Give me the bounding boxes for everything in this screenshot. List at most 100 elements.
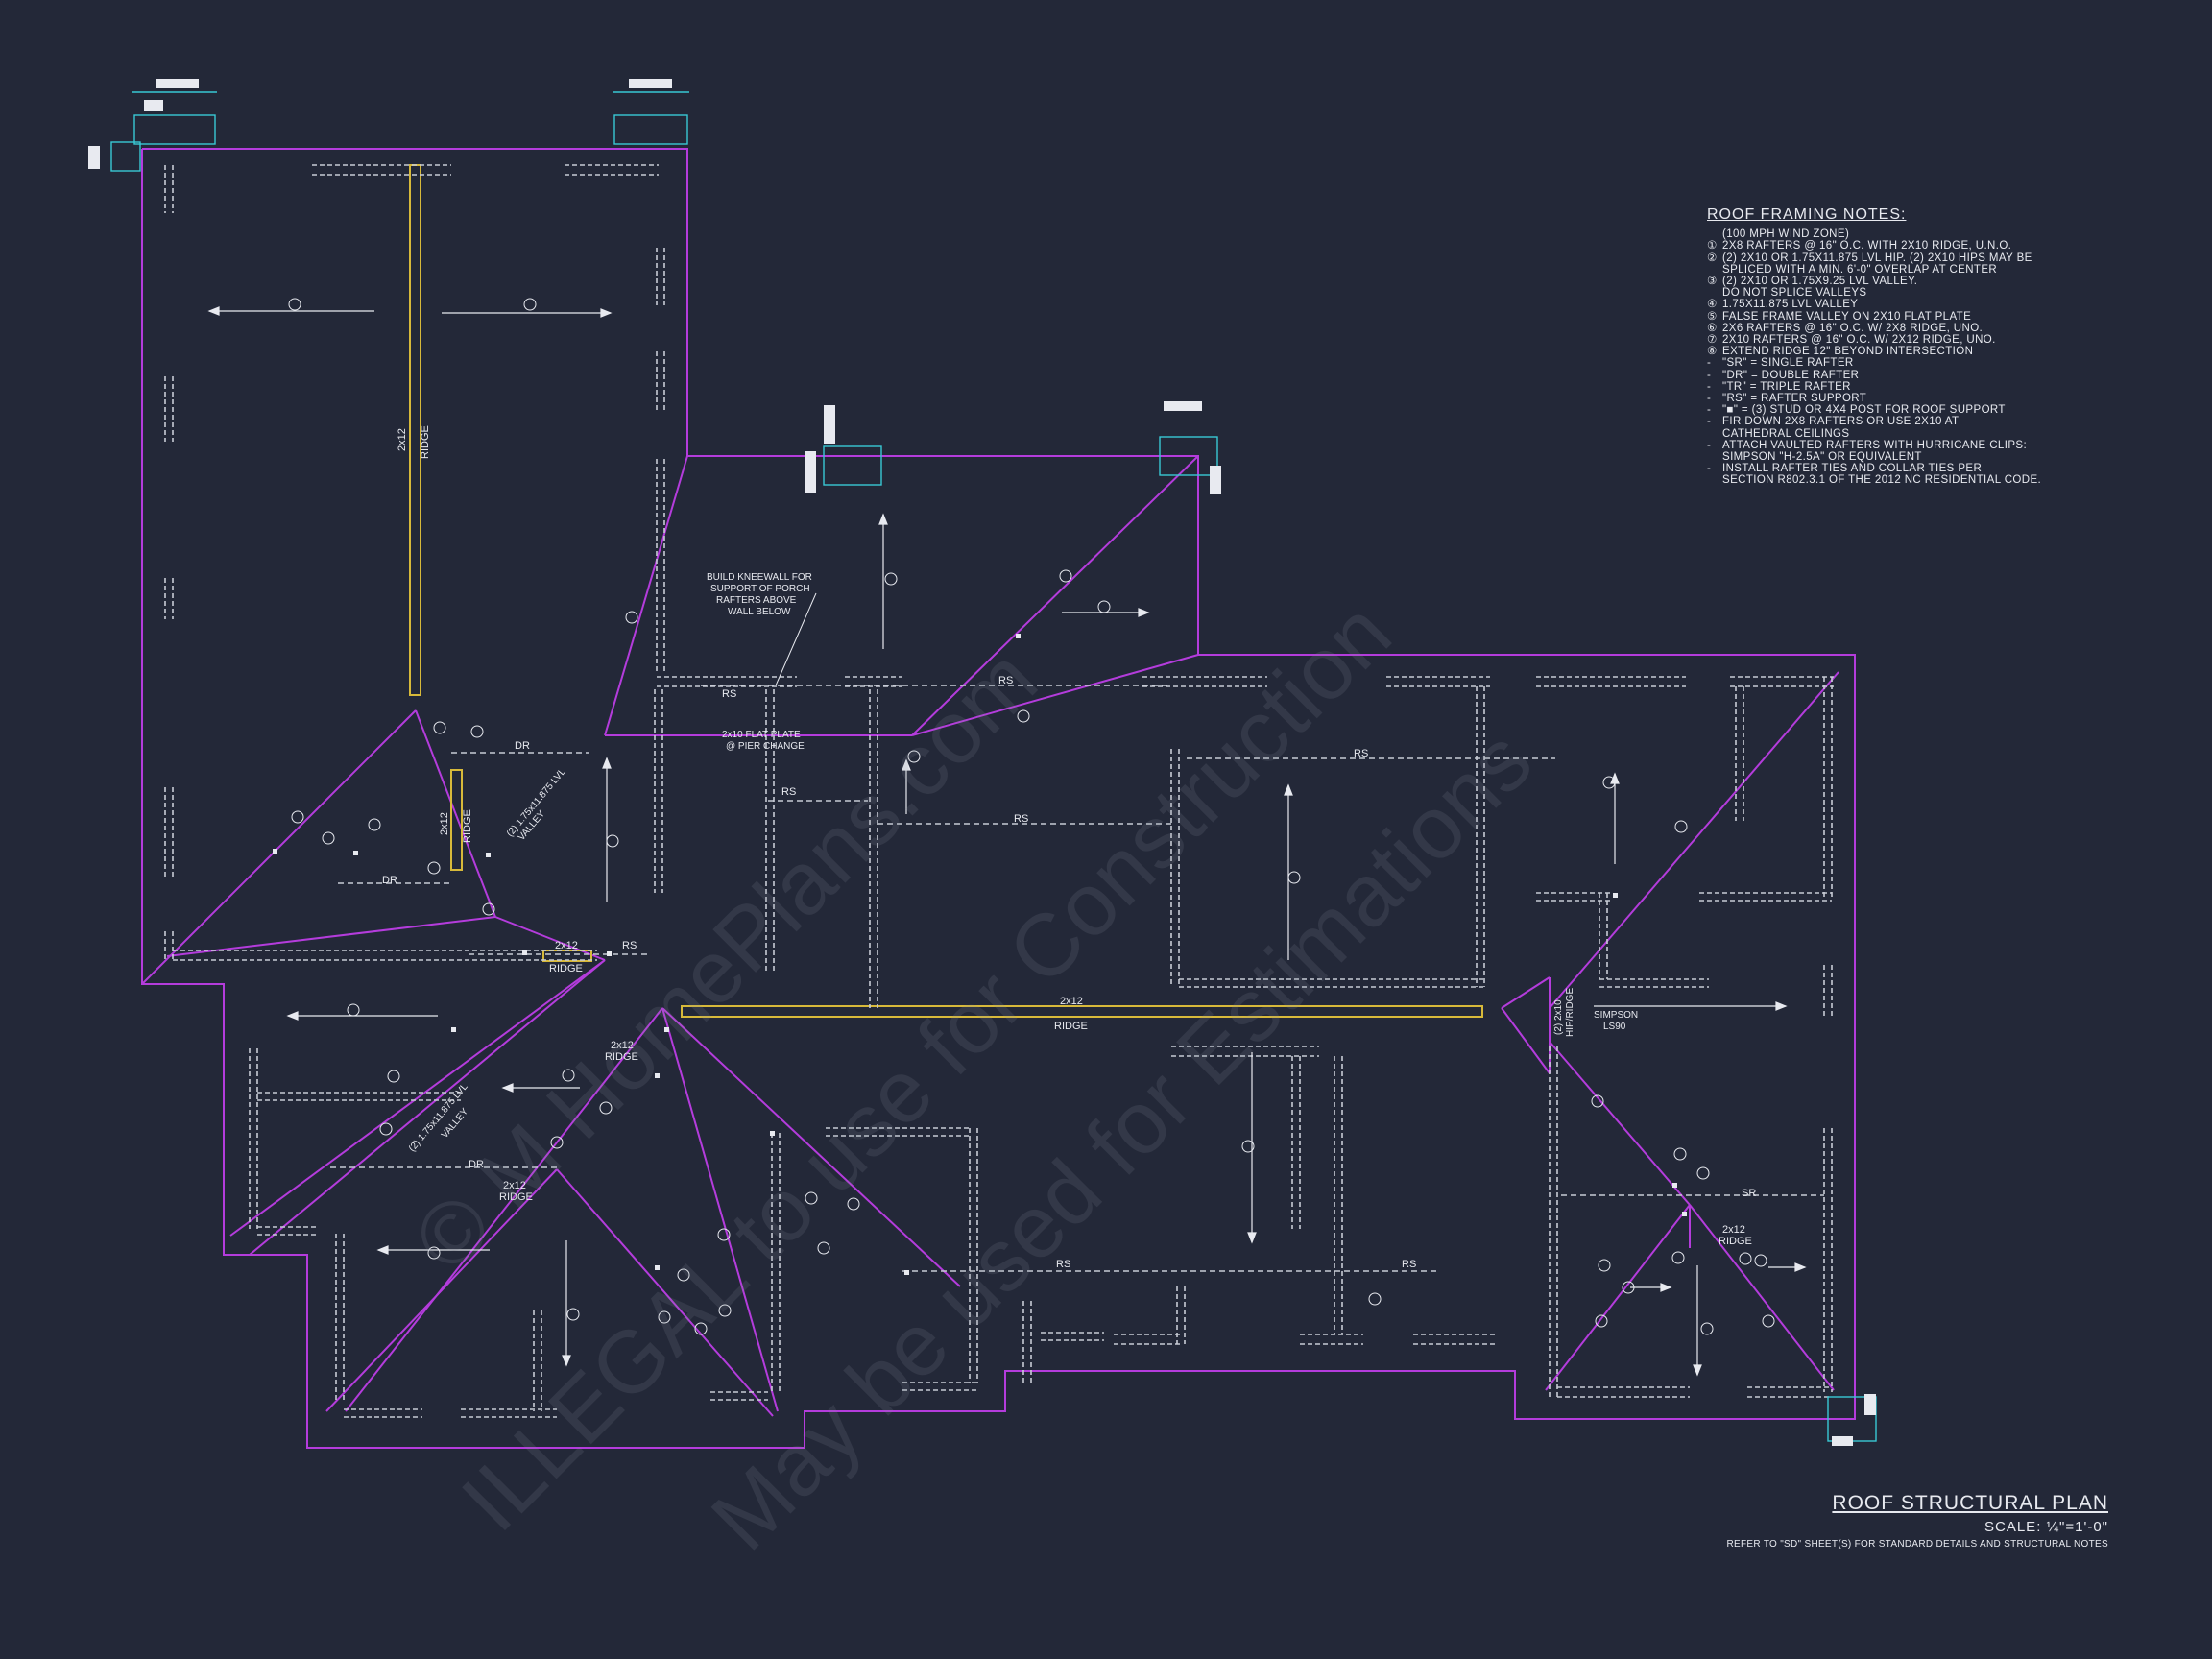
note-line: SPLICED WITH A MIN. 6'-0" OVERLAP AT CEN… [1707, 264, 2072, 276]
dr-label: DR [515, 740, 530, 752]
note-text: CATHEDRAL CEILINGS [1722, 427, 1850, 440]
plan-reference-note: REFER TO "SD" SHEET(S) FOR STANDARD DETA… [1726, 1539, 2108, 1550]
note-line: ④ 1.75x11.875 LVL VALLEY [1707, 299, 2072, 310]
note-text: EXTEND RIDGE 12" BEYOND INTERSECTION [1722, 346, 1974, 358]
note-text: "DR" = DOUBLE RAFTER [1722, 369, 1860, 381]
note-line: -"SR" = SINGLE RAFTER [1707, 357, 2072, 369]
note-line: ① 2x8 RAFTERS @ 16" O.C. WITH 2x10 RIDGE,… [1707, 240, 2072, 252]
roof-framing-notes: ROOF FRAMING NOTES: (100 MPH WIND ZONE)①… [1707, 206, 2072, 487]
note-text: ATTACH VAULTED RAFTERS WITH HURRICANE CL… [1722, 439, 2028, 451]
ridge-label: 2x12 [1060, 996, 1083, 1007]
note-line: ③ (2) 2x10 OR 1.75x9.25 LVL VALLEY. [1707, 276, 2072, 287]
note-line: -"DR" = DOUBLE RAFTER [1707, 370, 2072, 381]
plan-title: ROOF STRUCTURAL PLAN [1832, 1492, 2108, 1514]
note-mark: - [1707, 404, 1712, 417]
note-mark: - [1707, 463, 1712, 475]
rs-label: RS [1014, 813, 1028, 825]
note-text: 1.75x11.875 LVL VALLEY [1722, 299, 1859, 311]
note-text: (100 MPH WIND ZONE) [1722, 228, 1850, 241]
dimension-callouts [110, 91, 1877, 1442]
note-text: FALSE FRAME VALLEY ON 2x10 FLAT PLATE [1722, 310, 1972, 323]
note-text: INSTALL RAFTER TIES AND COLLAR TIES PER [1722, 463, 1983, 475]
rs-label: RS [1402, 1259, 1416, 1270]
note-mark: ④ [1707, 299, 1718, 311]
plan-scale: SCALE: ¼"=1'-0" [1984, 1519, 2108, 1535]
simpson-note: SIMPSON [1594, 1010, 1638, 1021]
note-text: SIMPSON "H-2.5A" OR EQUIVALENT [1722, 451, 1922, 464]
dr-label: DR [382, 875, 397, 886]
rs-label: RS [722, 688, 736, 700]
note-line: ⑤ FALSE FRAME VALLEY ON 2x10 FLAT PLATE [1707, 311, 2072, 323]
notes-list: (100 MPH WIND ZONE) ① 2x8 RAFTERS @ 16" O.… [1707, 228, 2072, 486]
post-markers [273, 634, 1687, 1275]
note-mark: - [1707, 380, 1712, 393]
ridge-label: 2x12 [1722, 1224, 1745, 1236]
dimension-tags [88, 79, 1876, 1446]
note-line: -"RS" = RAFTER SUPPORT [1707, 393, 2072, 404]
note-line: DO NOT SPLICE VALLEYS [1707, 287, 2072, 299]
ridge-label: 2x12 [611, 1040, 634, 1051]
ridge-beams [409, 164, 1483, 1018]
note-text: DO NOT SPLICE VALLEYS [1722, 287, 1867, 300]
note-line: ⑥ 2x6 RAFTERS @ 16" O.C. W/ 2x8 RIDGE, UN… [1707, 323, 2072, 334]
note-line: -FIR DOWN 2x8 RAFTERS OR USE 2x10 AT [1707, 416, 2072, 427]
ridge-label: RIDGE [1719, 1236, 1752, 1247]
note-mark: ⑤ [1707, 310, 1718, 323]
rs-label: RS [1056, 1259, 1070, 1270]
hip-ridge-note: (2) 2x10 [1553, 999, 1564, 1035]
wall-lines [164, 164, 1834, 1418]
ridge-label: RIDGE [1054, 1021, 1088, 1032]
note-mark: ③ [1707, 276, 1718, 288]
rs-label: RS [998, 675, 1013, 686]
note-text: 2x10 RAFTERS @ 16" O.C. W/ 2x12 RIDGE, U… [1722, 334, 1996, 347]
roof-outline [141, 148, 1856, 1449]
note-line: ② (2) 2x10 OR 1.75x11.875 LVL HIP. (2) 2x… [1707, 252, 2072, 264]
flat-plate-note: @ PIER CHANGE [726, 741, 805, 752]
ridge-label: RIDGE [420, 425, 431, 459]
note-mark: ② [1707, 252, 1718, 264]
plan-labels: 2x12 RIDGE 2x12 RIDGE 2x12 RIDGE 2x12 RI… [382, 425, 1756, 1270]
reference-marks [288, 298, 1775, 1335]
ridge-label: 2x12 [503, 1180, 526, 1191]
note-line: ⑦ 2x10 RAFTERS @ 16" O.C. W/ 2x12 RIDGE, … [1707, 334, 2072, 346]
note-line: CATHEDRAL CEILINGS [1707, 428, 2072, 440]
note-text: "RS" = RAFTER SUPPORT [1722, 393, 1867, 405]
note-text: 2x6 RAFTERS @ 16" O.C. W/ 2x8 RIDGE, UNO… [1722, 322, 1984, 334]
note-text: SECTION R802.3.1 OF THE 2012 NC RESIDENT… [1722, 474, 2042, 487]
ridge-label: RIDGE [605, 1051, 638, 1063]
note-text: "■" = (3) STUD OR 4x4 POST FOR ROOF SUPP… [1722, 404, 2006, 417]
note-text: (2) 2x10 OR 1.75x9.25 LVL VALLEY. [1722, 276, 1918, 288]
flat-plate-note: 2x10 FLAT PLATE [722, 730, 801, 740]
note-text: (2) 2x10 OR 1.75x11.875 LVL HIP. (2) 2x1… [1722, 252, 2032, 264]
rafter-direction-arrows [207, 306, 1807, 1377]
rs-label: RS [622, 940, 637, 951]
note-mark: ⑥ [1707, 322, 1718, 334]
notes-title: ROOF FRAMING NOTES: [1707, 206, 1907, 223]
note-line: -ATTACH VAULTED RAFTERS WITH HURRICANE C… [1707, 440, 2072, 451]
note-text: FIR DOWN 2x8 RAFTERS OR USE 2x10 AT [1722, 416, 1960, 428]
note-text: "SR" = SINGLE RAFTER [1722, 357, 1854, 370]
note-mark: - [1707, 393, 1712, 405]
kneewall-note: WALL BELOW [728, 607, 791, 617]
note-mark: ① [1707, 240, 1718, 252]
rs-label: RS [1354, 748, 1368, 759]
note-mark: ⑦ [1707, 334, 1718, 347]
sr-label: SR [1742, 1188, 1756, 1199]
note-line: SECTION R802.3.1 OF THE 2012 NC RESIDENT… [1707, 474, 2072, 486]
note-line: (100 MPH WIND ZONE) [1707, 228, 2072, 240]
simpson-note: LS90 [1603, 1022, 1626, 1032]
note-line: -"■" = (3) STUD OR 4x4 POST FOR ROOF SUP… [1707, 404, 2072, 416]
note-line: -INSTALL RAFTER TIES AND COLLAR TIES PER [1707, 463, 2072, 474]
note-text: 2x8 RAFTERS @ 16" O.C. WITH 2x10 RIDGE, … [1722, 240, 2012, 252]
note-text: "TR" = TRIPLE RAFTER [1722, 380, 1851, 393]
ridge-label: 2x12 [555, 940, 578, 951]
ridge-label: 2x12 [439, 812, 450, 835]
ridge-label: RIDGE [499, 1191, 533, 1203]
note-text: SPLICED WITH A MIN. 6'-0" OVERLAP AT CEN… [1722, 263, 1998, 276]
ridge-label: RIDGE [462, 809, 473, 843]
rs-label: RS [781, 786, 796, 798]
note-line: -"TR" = TRIPLE RAFTER [1707, 381, 2072, 393]
kneewall-note: SUPPORT OF PORCH [710, 584, 810, 594]
dr-label: DR [469, 1159, 484, 1170]
